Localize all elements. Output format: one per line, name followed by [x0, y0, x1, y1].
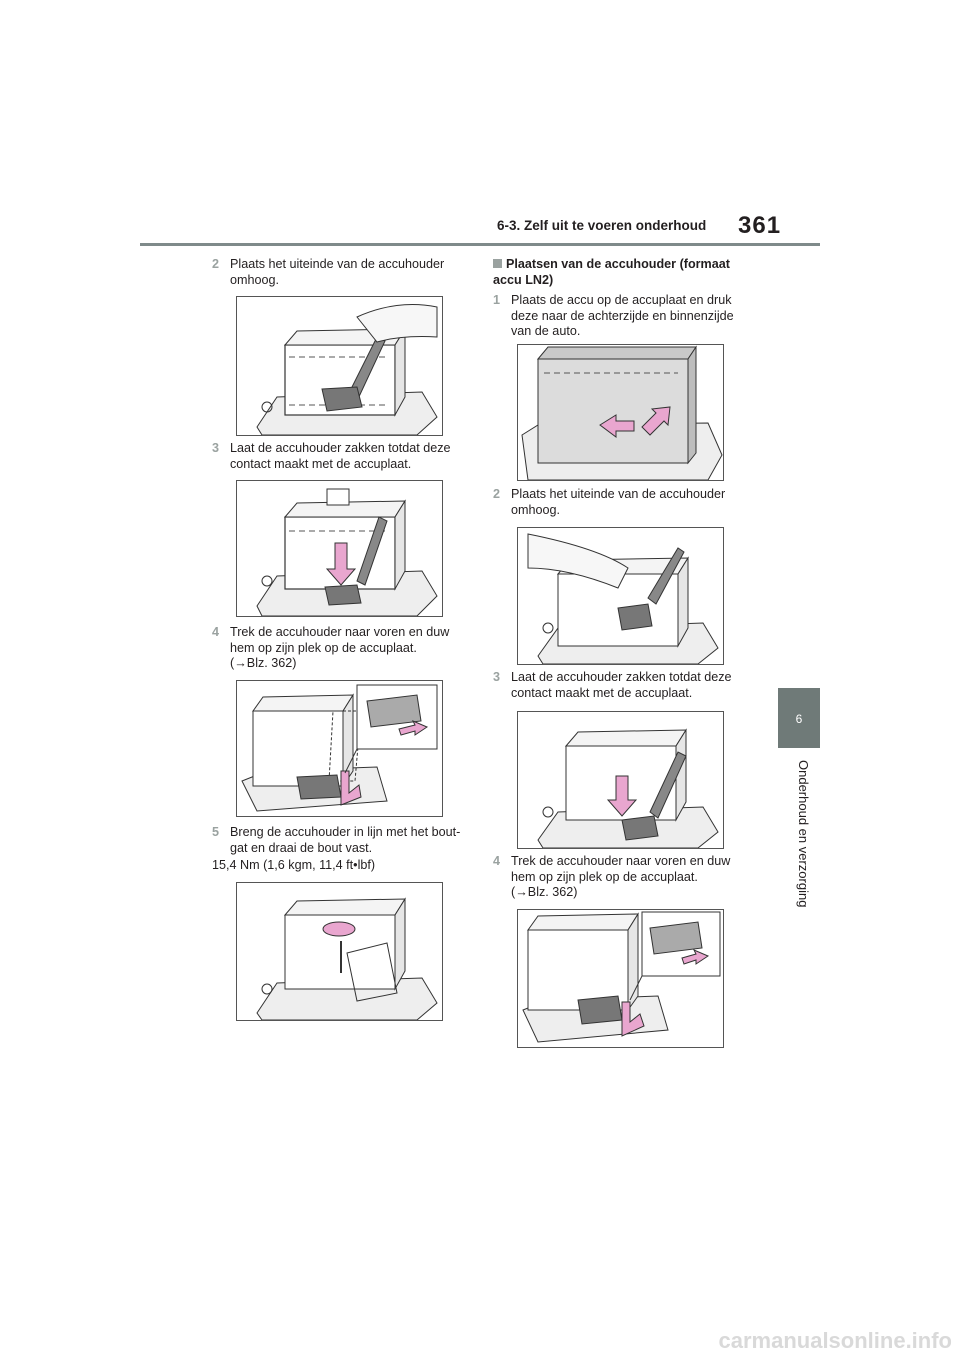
step-3-right: 3 Laat de accuhouder zakken totdat deze … — [493, 670, 732, 700]
step-4-left: 4 Trek de accuhouder naar voren en duw h… — [212, 625, 450, 670]
figure-lift-holder-left — [236, 296, 443, 436]
header-divider — [140, 243, 820, 246]
step-2-right: 2 Plaats het uiteinde van de accuhouder … — [493, 487, 726, 517]
chapter-number: 6 — [795, 712, 803, 726]
figure-push-holder-left — [236, 680, 443, 817]
step-4-right: 4 Trek de accuhouder naar voren en duw h… — [493, 854, 731, 899]
figure-lift-holder-right — [517, 527, 724, 665]
page-number: 361 — [738, 212, 782, 239]
battery-illustration — [527, 533, 719, 664]
battery-illustration — [522, 911, 721, 1043]
figure-lower-holder-right — [517, 711, 724, 849]
figure-push-holder-right — [517, 909, 724, 1048]
battery-illustration — [256, 897, 438, 1020]
figure-lower-holder-left — [236, 480, 443, 617]
watermark: carmanualsonline.info — [574, 1328, 954, 1354]
chapter-label: Onderhoud en verzorging — [796, 760, 811, 908]
section-title: 6-3. Zelf uit te voeren onderhoud — [497, 218, 707, 233]
battery-illustration — [241, 684, 438, 812]
battery-illustration — [537, 728, 719, 848]
battery-illustration — [256, 304, 438, 435]
figure-place-battery-right — [517, 344, 724, 481]
battery-illustration — [521, 345, 723, 480]
figure-tighten-bolt-left — [236, 882, 443, 1021]
section-heading: Plaatsen van de accuhouder (formaat accu… — [493, 257, 730, 287]
step-3-left: 3 Laat de accuhouder zakken totdat deze … — [212, 441, 451, 471]
watermark-text: carmanualsonline.info — [719, 1328, 953, 1353]
step-1-right: 1 Plaats de accu op de accuplaat en druk… — [493, 293, 734, 338]
step-5-left: 5 Breng de accuhouder in lijn met het bo… — [212, 825, 461, 855]
step-2-left: 2 Plaats het uiteinde van de accuhouder … — [212, 257, 445, 287]
battery-illustration — [256, 488, 438, 616]
torque-spec: 15,4 Nm (1,6 kgm, 11,4 ft•lbf) — [212, 858, 376, 872]
square-bullet-icon — [493, 259, 502, 268]
chapter-tab[interactable] — [778, 688, 820, 748]
